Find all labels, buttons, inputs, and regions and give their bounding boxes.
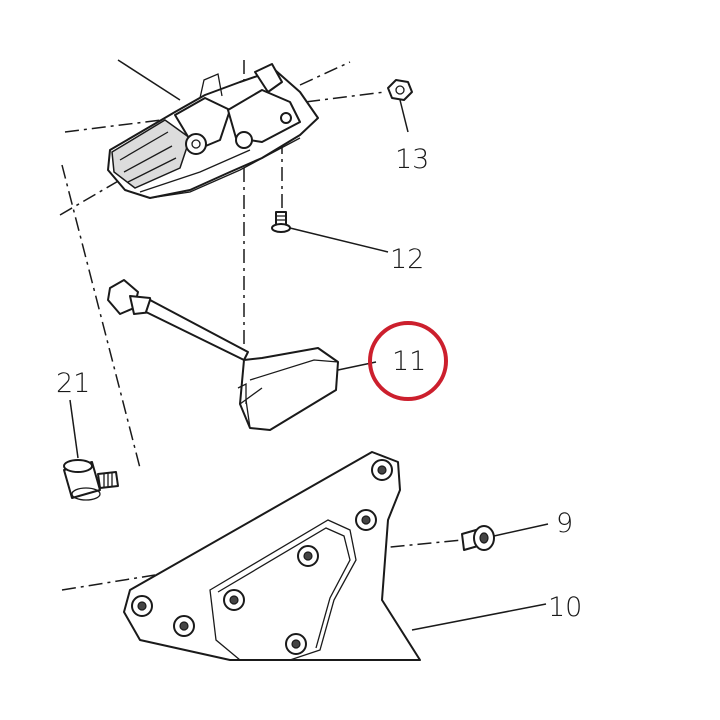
callout-9: 9 bbox=[556, 508, 573, 539]
callout-13: 13 bbox=[395, 144, 429, 175]
part-10-bracket-plate bbox=[123, 451, 547, 661]
callout-21: 21 bbox=[56, 368, 90, 399]
callout-11: 11 bbox=[392, 346, 426, 377]
part-9-bolt bbox=[461, 523, 549, 551]
latch-assembly bbox=[107, 59, 319, 199]
part-21-rubber-stud bbox=[63, 399, 119, 501]
bracket-mounting-holes bbox=[131, 459, 393, 655]
callout-12: 12 bbox=[390, 244, 424, 275]
part-13-hex-nut bbox=[387, 79, 413, 133]
part-11-switch-with-cable bbox=[107, 279, 377, 431]
callout-10: 10 bbox=[548, 592, 582, 623]
part-12-screw bbox=[271, 211, 389, 253]
highlight-ring-11 bbox=[368, 321, 448, 401]
